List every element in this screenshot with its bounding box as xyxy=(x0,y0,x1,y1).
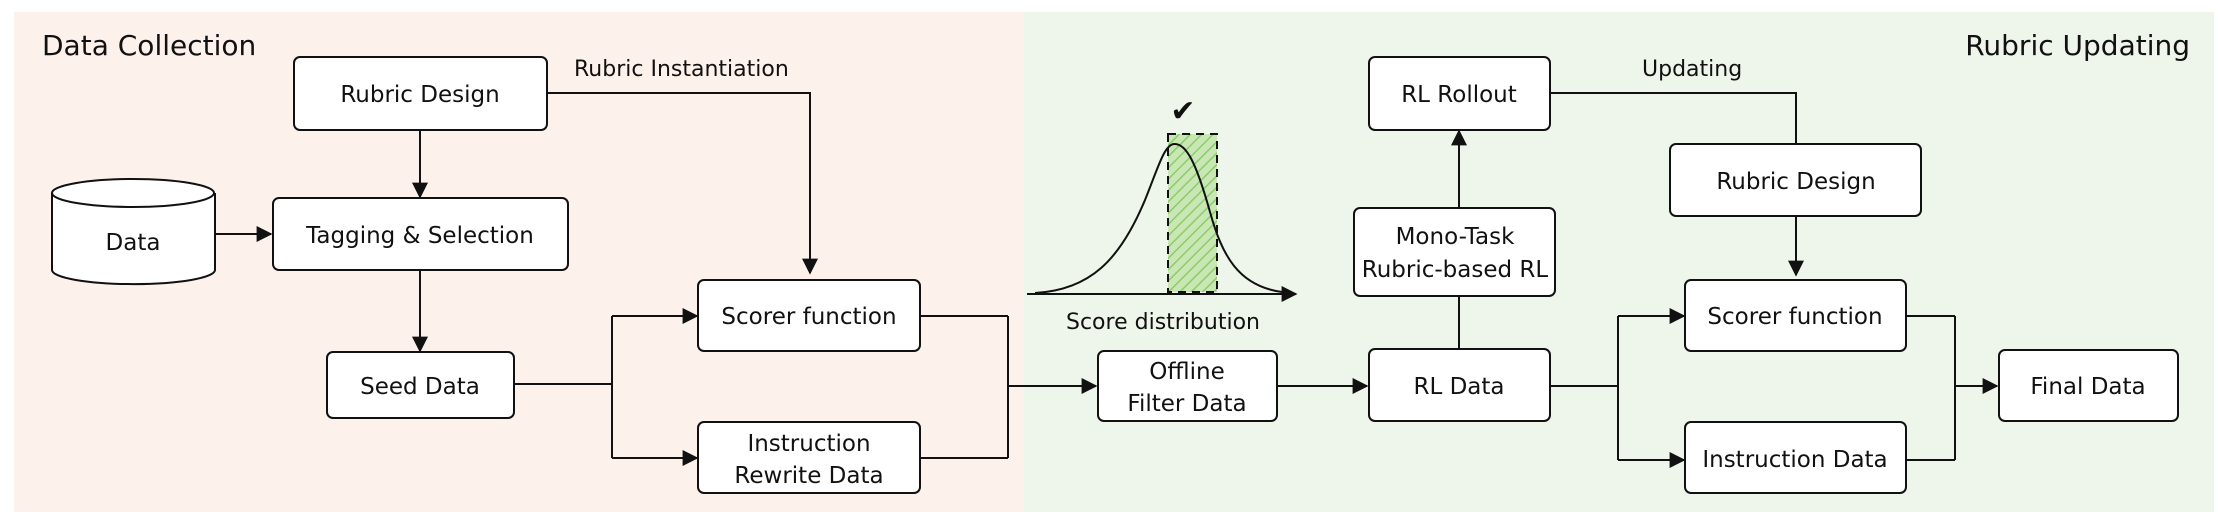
svg-text:Instruction Data: Instruction Data xyxy=(1702,447,1887,473)
node-mono-task-rl: Mono-Task Rubric-based RL xyxy=(1353,207,1556,297)
node-rl-data: RL Data xyxy=(1368,348,1551,422)
svg-text:Rewrite Data: Rewrite Data xyxy=(734,463,883,489)
node-final-data: Final Data xyxy=(1998,349,2179,422)
label-score-distribution: Score distribution xyxy=(1066,310,1260,335)
svg-text:RL Data: RL Data xyxy=(1413,374,1504,400)
node-data: Data xyxy=(51,178,216,286)
node-offline-filter-data: Offline Filter Data xyxy=(1097,350,1278,422)
node-instruction-rewrite-data: Instruction Rewrite Data xyxy=(697,421,921,494)
node-rubric-design-right: Rubric Design xyxy=(1669,143,1922,217)
svg-text:Mono-Task: Mono-Task xyxy=(1396,224,1515,250)
checkmark-icon: ✔ xyxy=(1170,94,1195,129)
svg-text:Instruction: Instruction xyxy=(747,431,870,457)
node-tagging-selection: Tagging & Selection xyxy=(272,197,569,271)
svg-text:RL Rollout: RL Rollout xyxy=(1401,82,1517,108)
section-title-data-collection: Data Collection xyxy=(42,29,256,62)
svg-text:Rubric Design: Rubric Design xyxy=(1716,169,1875,195)
edge-rubric-instantiation xyxy=(547,92,818,275)
section-title-rubric-updating: Rubric Updating xyxy=(1965,29,2190,62)
svg-text:Rubric Design: Rubric Design xyxy=(340,82,499,108)
edge-updating xyxy=(1550,92,1797,144)
svg-text:Scorer function: Scorer function xyxy=(721,304,896,330)
label-updating: Updating xyxy=(1642,57,1742,82)
label-rubric-instantiation: Rubric Instantiation xyxy=(574,57,789,82)
svg-text:Final Data: Final Data xyxy=(2030,374,2145,400)
node-instruction-data: Instruction Data xyxy=(1684,421,1907,494)
svg-text:Tagging & Selection: Tagging & Selection xyxy=(305,223,534,249)
score-distribution-chart: ✔ Score distribution xyxy=(1027,94,1298,335)
svg-text:Filter Data: Filter Data xyxy=(1127,391,1246,417)
node-seed-data: Seed Data xyxy=(326,351,515,419)
svg-text:Rubric-based RL: Rubric-based RL xyxy=(1362,257,1549,283)
score-distribution-curve xyxy=(1034,143,1283,294)
svg-text:Seed Data: Seed Data xyxy=(360,374,480,400)
node-scorer-function-right: Scorer function xyxy=(1684,279,1907,352)
node-scorer-function-left: Scorer function xyxy=(697,279,921,352)
svg-text:Offline: Offline xyxy=(1149,359,1224,385)
svg-text:Scorer function: Scorer function xyxy=(1707,304,1882,330)
node-rl-rollout: RL Rollout xyxy=(1368,56,1551,131)
svg-text:Data: Data xyxy=(106,230,161,256)
node-rubric-design-left: Rubric Design xyxy=(293,56,548,131)
